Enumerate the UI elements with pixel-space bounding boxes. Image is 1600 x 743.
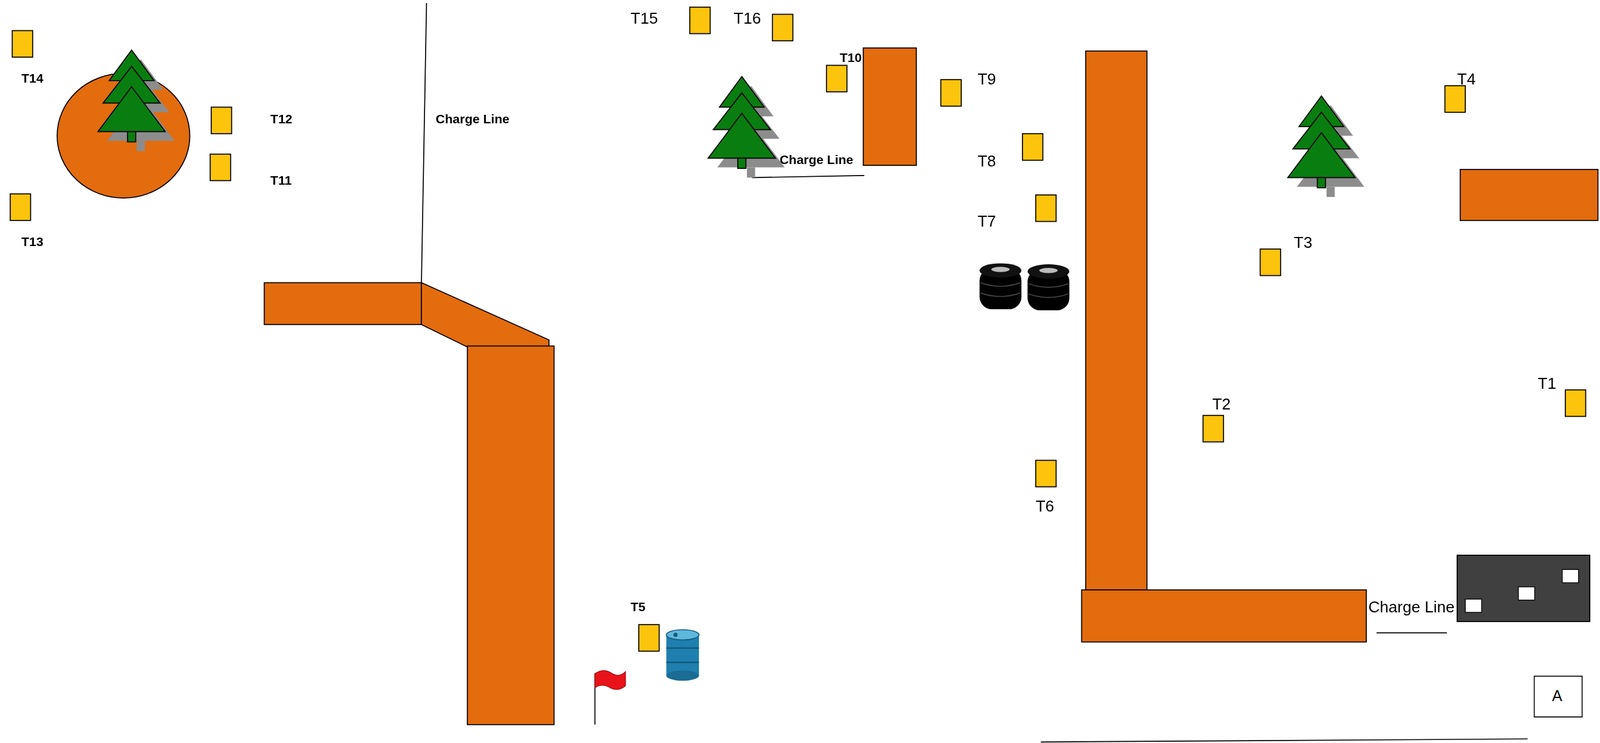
map-label: T15 (630, 9, 659, 27)
map-label: Charge Line (435, 112, 510, 127)
map-label: T4 (1457, 70, 1476, 89)
map-label: T11 (270, 174, 292, 189)
area-box: A (1533, 675, 1583, 718)
map-label: T2 (1211, 394, 1231, 413)
map-label: T1 (1537, 374, 1556, 393)
map-label: T12 (270, 112, 293, 127)
map-label: T7 (977, 211, 996, 230)
map-label: T3 (1293, 233, 1313, 252)
map-label: T6 (1035, 496, 1055, 515)
map-label: Charge Line (779, 154, 854, 169)
map-label: T8 (977, 151, 996, 170)
map-label: T10 (839, 52, 862, 67)
map-label: T9 (977, 70, 996, 89)
area-letter: A (1552, 686, 1582, 705)
map-label: T13 (21, 235, 44, 250)
map-label: Charge Line (1368, 597, 1455, 616)
map-label: T14 (21, 72, 44, 87)
map-label: T16 (733, 9, 761, 27)
map-label: T5 (630, 600, 647, 615)
